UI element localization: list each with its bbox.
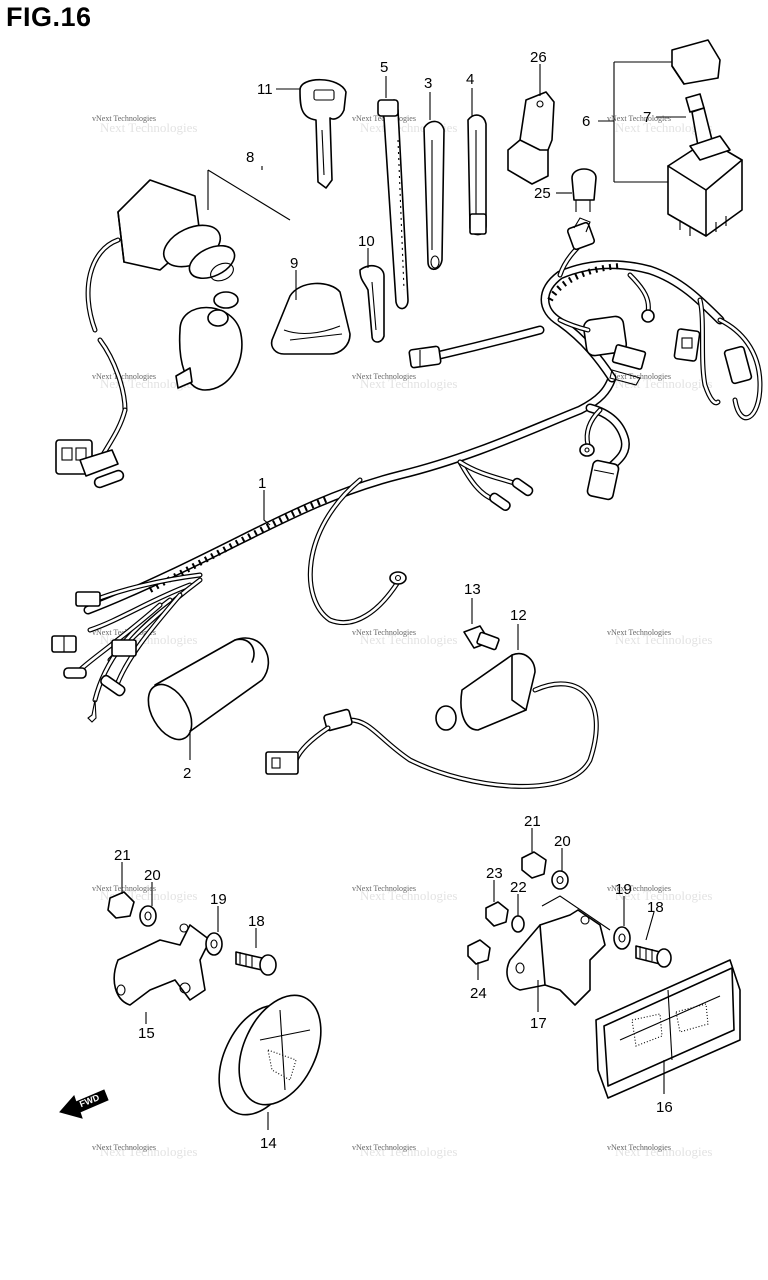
callout-26: 26 — [530, 49, 547, 66]
part-band-3 — [423, 120, 445, 271]
callout-19-right: 19 — [615, 881, 632, 898]
callout-18-left: 18 — [248, 913, 265, 930]
part-cap-25 — [571, 168, 597, 212]
part-tie-5 — [377, 99, 409, 310]
callout-4: 4 — [466, 71, 474, 88]
part-washer-20-left — [139, 905, 157, 927]
callout-numbers: 1 2 3 4 5 6 7 8 9 10 11 12 13 14 15 16 1… — [114, 49, 673, 1152]
callout-10: 10 — [358, 233, 375, 250]
part-switch-12 — [265, 653, 599, 789]
forward-arrow-icon: FWD — [59, 1089, 109, 1119]
part-wiring-harness — [51, 217, 763, 723]
callout-15: 15 — [138, 1025, 155, 1042]
part-bracket-26 — [507, 91, 555, 185]
callout-14: 14 — [260, 1135, 277, 1152]
part-label — [359, 264, 385, 343]
callout-17: 17 — [530, 1015, 547, 1032]
part-fuse — [685, 93, 731, 161]
part-bracket-17 — [506, 909, 606, 1006]
watermark-text: vNext Technologies — [352, 884, 416, 893]
part-washer-19-right — [613, 926, 631, 950]
watermark-faint: Next Technologies — [615, 632, 712, 647]
part-bolt-13 — [463, 625, 500, 651]
callout-21-left: 21 — [114, 847, 131, 864]
watermark-text: vNext Technologies — [352, 1143, 416, 1152]
part-band-4 — [467, 114, 487, 236]
part-capacitor — [147, 637, 270, 741]
callout-21-right: 21 — [524, 813, 541, 830]
callout-1: 1 — [258, 475, 266, 492]
watermark-faint: Next Technologies — [360, 376, 457, 391]
part-nut-23 — [485, 901, 509, 927]
watermark-faint: Next Technologies — [360, 632, 457, 647]
callout-23: 23 — [486, 865, 503, 882]
watermark-text: vNext Technologies — [92, 114, 156, 123]
watermark-text: vNext Technologies — [607, 884, 671, 893]
callout-2: 2 — [183, 765, 191, 782]
callout-5: 5 — [380, 59, 388, 76]
watermark-faint: Next Technologies — [100, 1144, 197, 1159]
part-washer-22 — [511, 915, 525, 933]
part-bracket-15 — [113, 923, 211, 1006]
callout-6: 6 — [582, 113, 590, 130]
callout-9: 9 — [290, 255, 298, 272]
part-ignition-switch — [55, 179, 243, 489]
figure-title: FIG.16 — [6, 2, 92, 32]
part-lamp-14 — [218, 994, 322, 1116]
watermark-text: vNext Technologies — [607, 1143, 671, 1152]
watermark-text: vNext Technologies — [92, 1143, 156, 1152]
watermark-text: vNext Technologies — [607, 372, 671, 381]
callout-7: 7 — [643, 109, 651, 126]
watermark-faint: Next Technologies — [615, 1144, 712, 1159]
part-washer-20-right — [551, 870, 569, 890]
watermark-faint: Next Technologies — [360, 888, 457, 903]
watermark-faint: Next Technologies — [100, 120, 197, 135]
watermark-text: vNext Technologies — [92, 372, 156, 381]
watermark-text: vNext Technologies — [352, 628, 416, 637]
part-screw-18-left — [235, 951, 277, 976]
callout-8: 8 — [246, 149, 254, 166]
watermark-text: vNext Technologies — [92, 884, 156, 893]
callout-20-left: 20 — [144, 867, 161, 884]
part-relay — [667, 39, 743, 237]
callout-22: 22 — [510, 879, 527, 896]
callout-20-right: 20 — [554, 833, 571, 850]
watermark-text: vNext Technologies — [607, 628, 671, 637]
watermark-faint: Next Technologies — [615, 888, 712, 903]
part-switch-cover — [270, 282, 351, 355]
callout-19-left: 19 — [210, 891, 227, 908]
part-key — [299, 79, 347, 189]
callout-18-right: 18 — [647, 899, 664, 916]
watermark-faint: Next Technologies — [615, 120, 712, 135]
part-nut-21-left — [107, 891, 135, 919]
leader-lines — [121, 61, 686, 1130]
callout-11: 11 — [257, 81, 273, 98]
callout-25: 25 — [534, 185, 551, 202]
callout-13: 13 — [464, 581, 481, 598]
watermark-text: vNext Technologies — [607, 114, 671, 123]
part-washer-19-left — [205, 932, 223, 956]
watermark-faint: Next Technologies — [360, 1144, 457, 1159]
part-screw-18-right — [635, 945, 672, 968]
part-nut-21-right — [521, 851, 547, 879]
callout-16: 16 — [656, 1099, 673, 1116]
callout-12: 12 — [510, 607, 527, 624]
callout-24: 24 — [470, 985, 487, 1002]
part-reflector-16 — [595, 959, 741, 1099]
watermark-text: vNext Technologies — [352, 372, 416, 381]
callout-3: 3 — [424, 75, 432, 92]
part-nut-24 — [467, 939, 491, 965]
